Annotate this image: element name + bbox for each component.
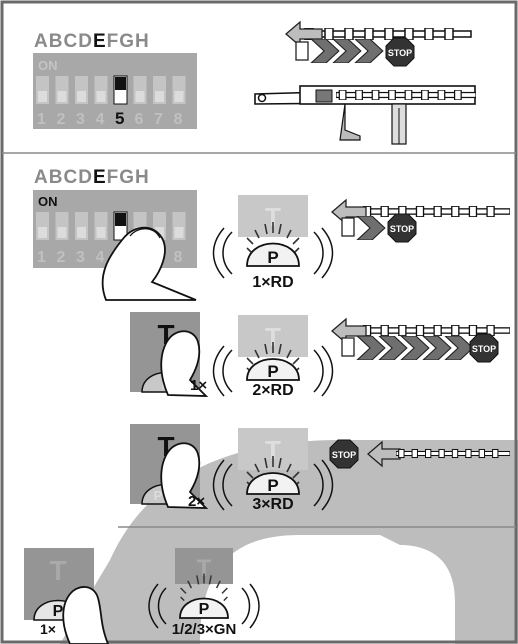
dip-letter: B [49,31,64,52]
press-count: 2× [188,493,205,510]
dip-number: 1 [37,111,46,128]
dip-letter: C [63,167,78,188]
dip-switch-knob-off [38,91,47,102]
dip-number: 6 [135,111,144,128]
dip-switch-knob-off [135,91,145,102]
panel2-chain-stop: STOP [331,198,510,243]
panel4-remote: T P 3×RD [212,428,334,513]
dip-letter: G [119,167,135,188]
on-label: ON [38,58,58,73]
t-label-faded: T [265,322,281,352]
dip-letter: D [78,31,93,52]
press-count: 1× [40,621,56,637]
dip-number: 3 [76,111,85,128]
dip-letter: F [107,167,120,188]
dip-number: 8 [174,111,183,128]
t-label-faded: T [265,435,281,465]
p-label: P [267,476,278,495]
dip-letters: ABCDEFGH [34,31,150,52]
dip-letter: D [78,167,93,188]
dip-number: 4 [96,249,105,266]
dip-letter: A [34,167,49,188]
dip-switch-knob-off [77,227,86,238]
stop-sign [387,213,417,243]
dip-switch-knob-off [155,91,164,102]
t-label: T [265,202,281,232]
p-label: P [199,601,210,618]
dip-number: 7 [154,111,163,128]
stop-sign [329,439,359,469]
rd-caption: 1×RD [252,274,293,291]
rd-caption: 2×RD [252,382,293,399]
dip-switch-knob-off [38,227,47,238]
dip-number: 4 [96,111,105,128]
dip-switch-knob-off [174,227,184,238]
finger-pressing-switch [101,226,197,301]
panel3-chain-stop: STOP [331,317,510,363]
dip-letter: B [49,167,64,188]
dip-switch-knob-off [155,227,164,238]
dip-switch-knob-off [96,91,106,102]
dip-letter: H [135,167,150,188]
p-label-faded: P [154,488,163,503]
stop-text: STOP [332,450,356,460]
finger [160,330,209,397]
dip-switch-knob-off [96,227,106,238]
p-label: P [53,603,64,620]
dip-number: 1 [37,249,46,266]
finger [160,442,209,509]
gn-caption: 1/2/3×GN [172,621,237,638]
dip-switch-knob-on [115,77,126,90]
panel4-t-press: T P 2× [130,424,209,510]
watermark-shape [60,440,518,644]
panel5-remote: T P 1/2/3×GN [148,548,260,638]
t-label-faded: T [197,555,212,582]
rd-caption: 3×RD [252,496,293,513]
dip-number: 2 [57,249,66,266]
dip-letter: E [93,167,107,188]
panel1-rail-assembly [254,85,476,145]
dip-switch-knob-off [174,91,184,102]
dip-number: 8 [174,249,183,266]
p-label: P [267,248,278,267]
dip-number: 5 [115,109,124,128]
stop-text: STOP [472,344,496,354]
panel4-stop-chain: STOP [329,439,510,469]
dip-letter: H [135,31,150,52]
p-label: P [267,362,278,381]
stop-sign [469,333,499,363]
dip-switch-knob-on [115,213,126,226]
dip-letters: ABCDEFGH [34,167,150,188]
press-count: 1× [190,377,207,394]
dip-letter: E [93,31,107,52]
dip-number: 3 [76,249,85,266]
p-button [246,242,300,267]
stop-sign: STOP [385,37,415,67]
on-label: ON [38,194,58,209]
panel3-remote: T P 2×RD [212,315,334,399]
t-label-faded: T [49,555,66,586]
dip-letter: F [107,31,120,52]
stop-text: STOP [390,224,414,234]
panel1-chain-stop: STOP [285,20,472,67]
dip-letter: G [119,31,135,52]
dip-letter: C [63,31,78,52]
dip-switch-knob-off [57,91,67,102]
dip-letter: A [34,31,49,52]
finger [62,586,109,644]
panel3-t-press: T P 1× [130,312,209,397]
dip-switch-knob-off [77,91,86,102]
stop-text: STOP [388,48,412,58]
dip-number: 2 [57,111,66,128]
panel5-t-press: T P 1× [24,548,109,644]
dip-switch-knob-off [57,227,67,238]
panel2-remote: T P 1×RD [212,195,334,291]
